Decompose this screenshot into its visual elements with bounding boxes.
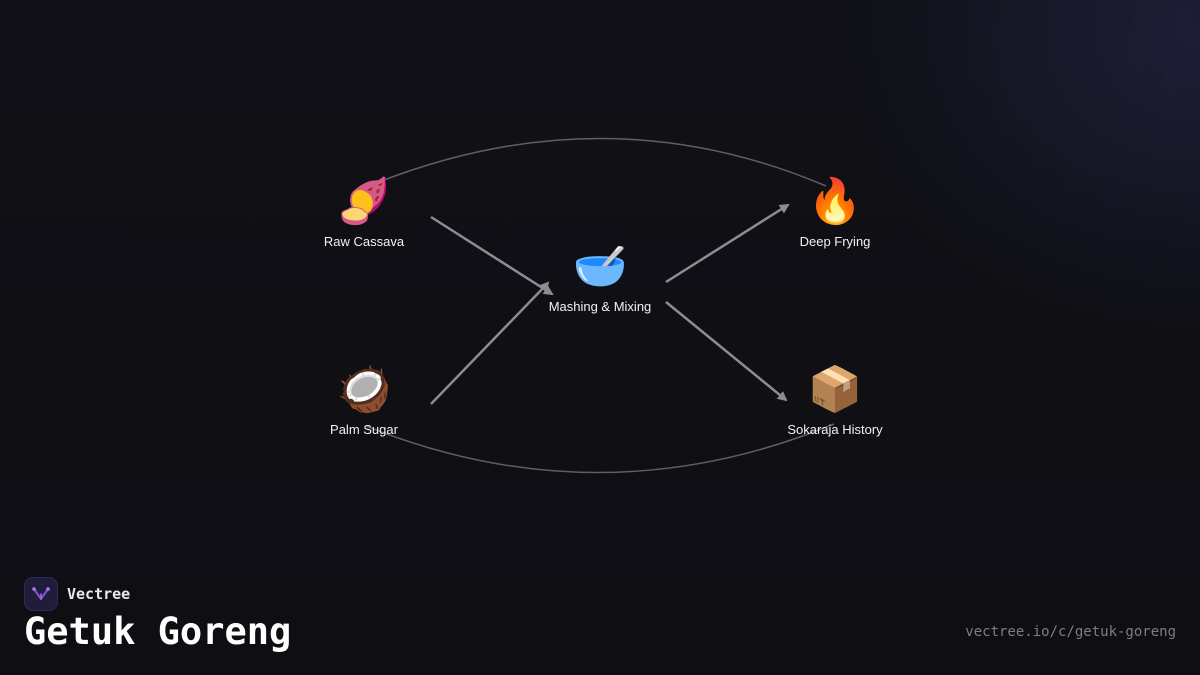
page-url[interactable]: vectree.io/c/getuk-goreng xyxy=(965,624,1176,640)
node-raw-cassava[interactable]: 🍠 Raw Cassava xyxy=(284,174,444,249)
node-label: Sokaraja History xyxy=(787,422,883,437)
node-sokaraja-history[interactable]: 📦 Sokaraja History xyxy=(755,362,915,437)
edge-raw-cassava-to-deep-frying xyxy=(363,137,827,189)
fire-icon: 🔥 xyxy=(807,176,863,227)
brand-name: Vectree xyxy=(67,585,131,603)
vectree-logo-icon xyxy=(24,577,58,611)
edge-palm-sugar-to-mashing xyxy=(430,281,550,405)
coconut-icon: 🥥 xyxy=(336,364,392,415)
edge-mashing-to-sokaraja xyxy=(665,301,788,402)
edge-raw-cassava-to-mashing xyxy=(430,215,554,296)
node-label: Palm Sugar xyxy=(330,422,398,437)
edge-mashing-to-deep-frying xyxy=(665,203,790,284)
sweet-potato-icon: 🍠 xyxy=(336,176,392,227)
node-label: Mashing & Mixing xyxy=(548,299,652,314)
page-title: Getuk Goreng xyxy=(24,610,292,653)
node-label: Raw Cassava xyxy=(323,234,405,249)
brand[interactable]: Vectree xyxy=(24,577,130,611)
node-label: Deep Frying xyxy=(799,234,871,249)
node-palm-sugar[interactable]: 🥥 Palm Sugar xyxy=(284,362,444,437)
node-deep-frying[interactable]: 🔥 Deep Frying xyxy=(755,174,915,249)
package-icon: 📦 xyxy=(807,364,863,415)
node-mashing-mixing[interactable]: 🥣 Mashing & Mixing xyxy=(520,239,680,314)
bowl-with-spoon-icon: 🥣 xyxy=(572,241,628,292)
edge-palm-sugar-to-sokaraja-history xyxy=(365,423,835,474)
